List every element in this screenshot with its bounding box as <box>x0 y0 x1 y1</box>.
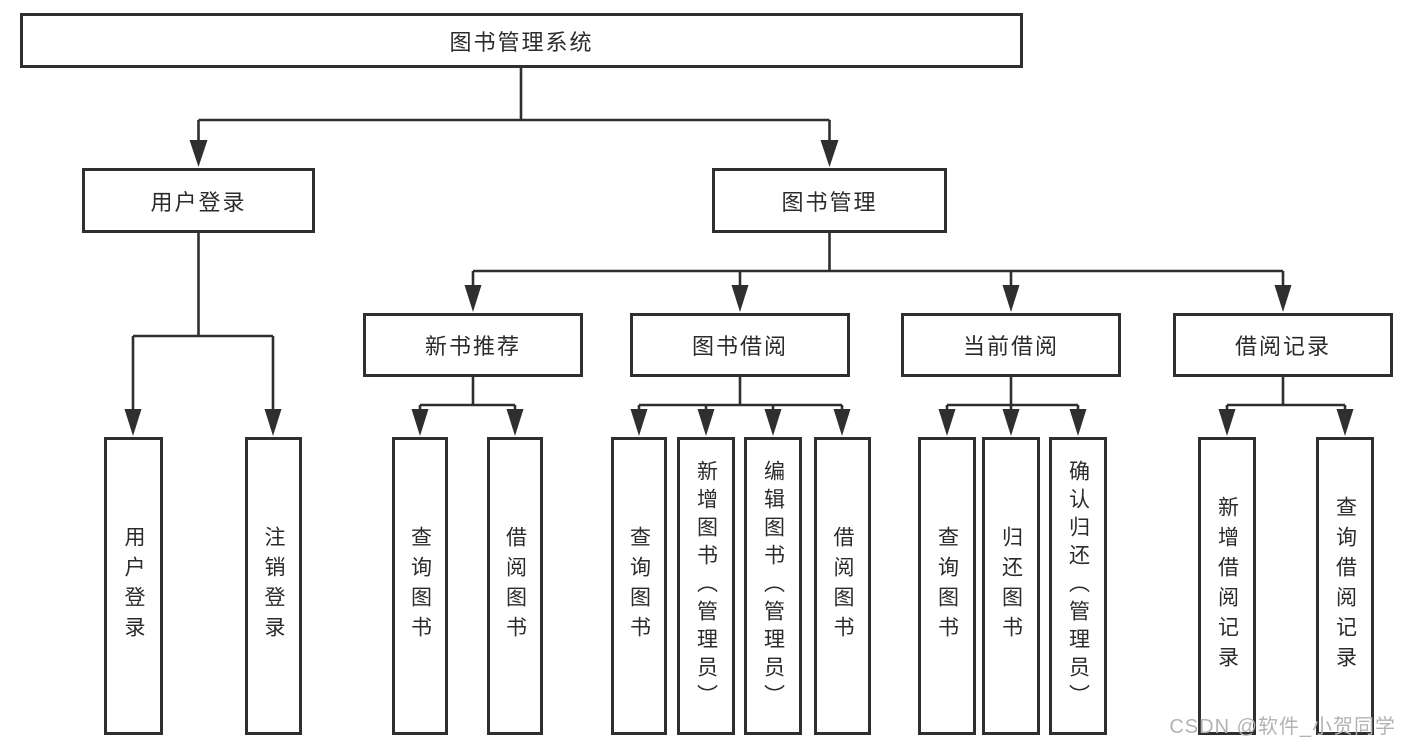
node-root-label: 图书管理系统 <box>449 29 594 55</box>
arrowhead-icon <box>1002 409 1020 436</box>
leaf-record-query-label: 查询借阅记录 <box>1333 496 1357 676</box>
leaf-rec-query-label: 查询图书 <box>408 526 432 646</box>
leaf-current-return: 归还图书 <box>982 437 1040 735</box>
arrowhead-icon <box>1274 285 1292 312</box>
node-book-borrow: 图书借阅 <box>630 313 850 377</box>
leaf-logout-label: 注销登录 <box>262 526 285 646</box>
node-current-borrow-label: 当前借阅 <box>962 334 1059 359</box>
arrowhead-icon <box>820 140 839 167</box>
leaf-current-confirm-label: 确认归还（管理员） <box>1066 460 1090 712</box>
connector-borrow-to-leaves <box>630 377 851 436</box>
leaf-borrow-add-label: 新增图书（管理员） <box>694 460 718 712</box>
arrowhead-icon <box>1002 285 1020 312</box>
leaf-borrow-query: 查询图书 <box>611 437 667 735</box>
leaf-rec-borrow: 借阅图书 <box>487 437 543 735</box>
node-new-book-rec: 新书推荐 <box>363 313 583 377</box>
connector-rec-to-leaves <box>411 377 524 436</box>
arrowhead-icon <box>731 285 749 312</box>
connector-root-to-level2 <box>189 68 839 167</box>
arrowhead-icon <box>1069 409 1087 436</box>
arrowhead-icon <box>411 409 429 436</box>
node-new-book-rec-label: 新书推荐 <box>424 334 521 359</box>
arrowhead-icon <box>630 409 648 436</box>
leaf-borrow-borrow: 借阅图书 <box>814 437 871 735</box>
arrowhead-icon <box>938 409 956 436</box>
leaf-current-return-label: 归还图书 <box>999 526 1023 646</box>
node-book-mgmt: 图书管理 <box>712 168 947 233</box>
leaf-record-add-label: 新增借阅记录 <box>1215 496 1239 676</box>
arrowhead-icon <box>464 285 482 312</box>
connector-login-to-leaves <box>124 233 282 436</box>
leaf-borrow-edit: 编辑图书（管理员） <box>744 437 802 735</box>
node-book-mgmt-label: 图书管理 <box>781 189 878 215</box>
leaf-borrow-add: 新增图书（管理员） <box>677 437 735 735</box>
node-book-borrow-label: 图书借阅 <box>691 334 788 359</box>
leaf-current-query: 查询图书 <box>918 437 976 735</box>
node-user-login-label: 用户登录 <box>150 189 247 215</box>
leaf-logout: 注销登录 <box>245 437 302 735</box>
leaf-record-add: 新增借阅记录 <box>1198 437 1256 735</box>
leaf-current-query-label: 查询图书 <box>935 526 959 646</box>
connector-record-to-leaves <box>1218 377 1354 436</box>
node-current-borrow: 当前借阅 <box>901 313 1121 377</box>
leaf-user-login: 用户登录 <box>104 437 163 735</box>
leaf-borrow-borrow-label: 借阅图书 <box>831 526 854 646</box>
leaf-current-confirm: 确认归还（管理员） <box>1049 437 1107 735</box>
arrowhead-icon <box>697 409 715 436</box>
arrowhead-icon <box>124 409 142 436</box>
arrowhead-icon <box>1336 409 1354 436</box>
arrowhead-icon <box>264 409 282 436</box>
leaf-rec-query: 查询图书 <box>392 437 448 735</box>
node-root: 图书管理系统 <box>20 13 1023 68</box>
arrowhead-icon <box>764 409 782 436</box>
arrowhead-icon <box>506 409 524 436</box>
arrowhead-icon <box>833 409 851 436</box>
node-borrow-record: 借阅记录 <box>1173 313 1393 377</box>
connector-mgmt-to-level3 <box>464 233 1292 312</box>
leaf-record-query: 查询借阅记录 <box>1316 437 1374 735</box>
leaf-user-login-label: 用户登录 <box>122 526 145 646</box>
watermark-text: CSDN @软件_小贺同学 <box>1169 716 1396 738</box>
connector-current-to-leaves <box>938 377 1087 436</box>
arrowhead-icon <box>189 140 208 167</box>
arrowhead-icon <box>1218 409 1236 436</box>
node-borrow-record-label: 借阅记录 <box>1234 334 1331 359</box>
node-user-login: 用户登录 <box>82 168 315 233</box>
leaf-rec-borrow-label: 借阅图书 <box>503 526 527 646</box>
leaf-borrow-edit-label: 编辑图书（管理员） <box>761 460 785 712</box>
leaf-borrow-query-label: 查询图书 <box>627 526 651 646</box>
